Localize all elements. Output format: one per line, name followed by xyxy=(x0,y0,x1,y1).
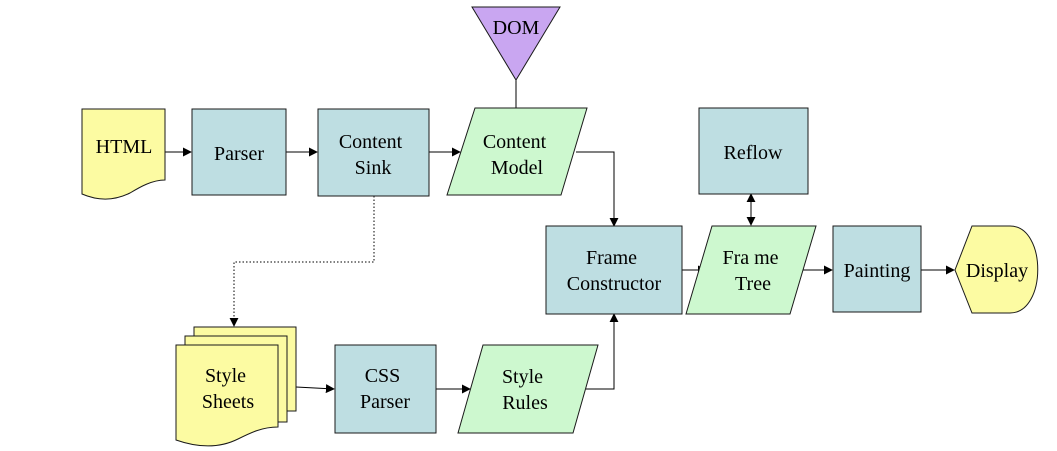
frame-tree-node: Fra me Tree xyxy=(685,225,817,315)
parser-node: Parser xyxy=(191,108,287,196)
nodes: DOM HTML Parser Content Sink xyxy=(81,6,1039,447)
edge-content-model-to-frame-constructor xyxy=(576,151,619,227)
style-rules-node: Style Rules xyxy=(457,344,599,434)
frame-tree-label: Fra me Tree xyxy=(722,247,783,295)
frame-constructor-label: Frame Constructor xyxy=(567,247,662,295)
edge-style-sheets-to-css-parser xyxy=(295,384,335,394)
parser-shape xyxy=(191,108,287,196)
style-sheets-front-page xyxy=(175,344,279,447)
painting-label: Painting xyxy=(844,260,911,282)
html-label: HTML xyxy=(96,136,153,158)
dom-node: DOM xyxy=(471,6,561,81)
style-rules-shape xyxy=(457,344,599,434)
display-shape xyxy=(954,225,1039,314)
content-model-node: Content Model xyxy=(446,107,588,196)
frame-tree-shape xyxy=(685,225,817,315)
edge-content-sink-to-style-sheets xyxy=(229,196,375,327)
display-node: Display xyxy=(954,225,1039,314)
content-sink-node: Content Sink xyxy=(317,108,430,197)
edge-style-rules-to-frame-constructor xyxy=(586,313,619,390)
reflow-label: Reflow xyxy=(724,142,783,164)
dom-label: DOM xyxy=(493,17,540,39)
display-label: Display xyxy=(966,260,1028,282)
style-rules-label: Style Rules xyxy=(502,366,548,414)
content-model-label: Content Model xyxy=(483,131,551,179)
style-sheets-node: Style Sheets xyxy=(175,326,297,447)
content-sink-label: Content Sink xyxy=(339,131,407,179)
reflow-node: Reflow xyxy=(698,107,809,195)
frame-constructor-shape xyxy=(545,225,683,315)
css-parser-shape xyxy=(334,344,437,434)
html-shape xyxy=(81,108,166,200)
dom-shape xyxy=(471,6,561,81)
frame-constructor-node: Frame Constructor xyxy=(545,225,683,315)
content-model-shape xyxy=(446,107,588,196)
html-node: HTML xyxy=(81,108,166,200)
painting-shape xyxy=(832,225,922,313)
style-sheets-label: Style Sheets xyxy=(202,365,254,413)
css-parser-node: CSS Parser xyxy=(334,344,437,434)
css-parser-label: CSS Parser xyxy=(360,365,410,413)
edges xyxy=(165,80,955,394)
painting-node: Painting xyxy=(832,225,922,313)
content-sink-shape xyxy=(317,108,430,197)
parser-label: Parser xyxy=(214,143,264,165)
reflow-shape xyxy=(698,107,809,195)
